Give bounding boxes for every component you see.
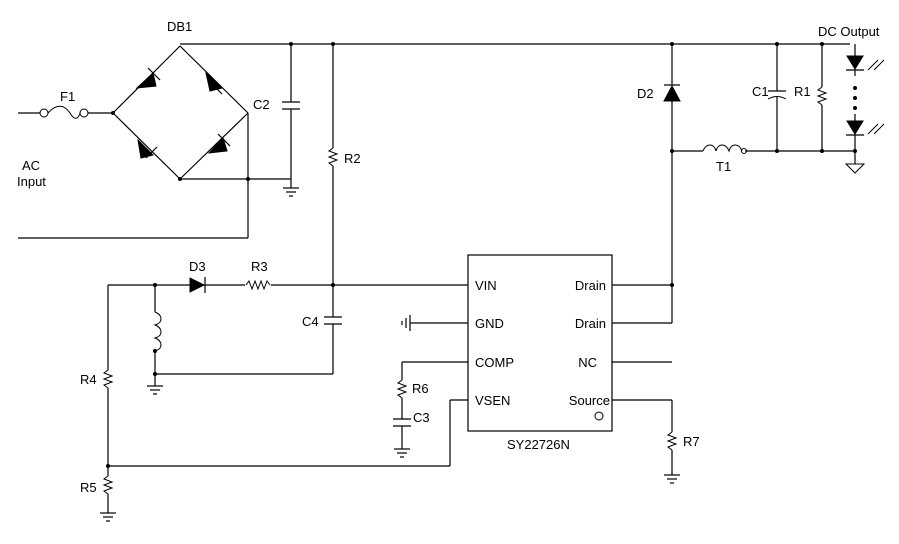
capacitor-c1: [767, 44, 787, 151]
resistor-r5-label: R5: [80, 480, 97, 495]
comp-network: [393, 361, 468, 458]
capacitor-c4: [324, 285, 342, 374]
capacitor-c2-label: C2: [253, 97, 270, 112]
ic-part-number: SY22726N: [507, 437, 570, 452]
diode-d3-label: D3: [189, 259, 206, 274]
resistor-r4-label: R4: [80, 372, 97, 387]
capacitor-c3-label: C3: [413, 410, 430, 425]
led-string: [844, 44, 885, 174]
resistor-r3: [245, 279, 271, 291]
ic-pin-drain-1: Drain: [575, 278, 606, 293]
dc-output-label: DC Output: [818, 24, 880, 39]
ic-pin-vsen: VSEN: [475, 393, 510, 408]
controller-ic: [467, 254, 613, 432]
ac-input-label-line2: Input: [17, 174, 46, 189]
ic-pin-comp: COMP: [475, 355, 514, 370]
diode-d2: [663, 44, 681, 323]
resistor-r2-label: R2: [344, 151, 361, 166]
capacitor-c4-label: C4: [302, 314, 319, 329]
gnd-pin-ground: [401, 315, 468, 331]
ic-pin-nc: NC: [578, 355, 597, 370]
resistor-r3-label: R3: [251, 259, 268, 274]
ac-input-label-line1: AC: [22, 158, 40, 173]
ac-input-line-top: [18, 105, 113, 119]
bridge-db1-label: DB1: [167, 19, 192, 34]
diode-d2-label: D2: [637, 86, 654, 101]
resistor-r2: [327, 44, 339, 285]
ic-pin-drain-2: Drain: [575, 316, 606, 331]
resistor-r6-label: R6: [412, 381, 429, 396]
capacitor-c1-label: C1: [752, 84, 769, 99]
capacitor-c2: [282, 44, 300, 197]
inductor-t1-label: T1: [716, 159, 731, 174]
ic-pin-vin: VIN: [475, 278, 497, 293]
resistor-r1: [816, 44, 828, 151]
fuse-f1-label: F1: [60, 89, 75, 104]
ic-pin-gnd: GND: [475, 316, 504, 331]
bridge-rectifier-db1: [111, 45, 250, 181]
aux-winding: [147, 285, 333, 395]
resistor-r4: [102, 285, 114, 476]
inductor-t1: [672, 144, 855, 154]
ac-input-line-bottom: [18, 113, 249, 239]
ic-pin-source: Source: [569, 393, 610, 408]
diode-d3: [189, 277, 206, 293]
resistor-r1-label: R1: [794, 84, 811, 99]
resistor-r5: [100, 475, 116, 522]
resistor-r7-label: R7: [683, 434, 700, 449]
resistor-r7: [664, 400, 680, 484]
